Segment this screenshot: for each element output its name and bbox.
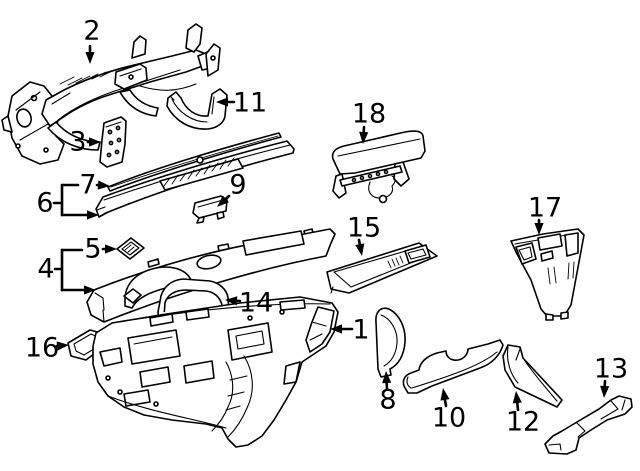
callout-16[interactable]: 16: [25, 333, 69, 364]
callout-3[interactable]: 3: [69, 127, 101, 158]
part-9-cover-bracket: [192, 195, 228, 224]
callout-10-arrowhead: [440, 388, 450, 401]
callout-17-label[interactable]: 17: [528, 193, 562, 224]
callout-9[interactable]: 9: [217, 170, 247, 208]
callout-13-label[interactable]: 13: [594, 354, 628, 385]
callout-7[interactable]: 7: [79, 170, 110, 201]
callout-10[interactable]: 10: [432, 388, 466, 434]
part-5-speaker-grille: [116, 237, 145, 260]
callout-12-arrowhead: [512, 391, 522, 404]
callout-18-arrowhead: [359, 131, 369, 144]
callout-1[interactable]: 1: [330, 315, 370, 346]
callout-15-leader: [357, 238, 362, 248]
callout-15-arrowhead: [355, 243, 365, 256]
callout-10-leader: [443, 396, 448, 408]
callout-9-label[interactable]: 9: [229, 170, 246, 201]
callout-9-arrowhead: [217, 195, 229, 207]
callout-14[interactable]: 14: [225, 288, 273, 319]
part-1-instrument-panel-assembly: [92, 296, 339, 448]
callout-2[interactable]: 2: [83, 16, 101, 65]
callout-8-arrowhead: [382, 371, 392, 384]
callout-12-leader: [515, 399, 520, 412]
part-8-side-end-cover: [375, 307, 406, 378]
callout-17[interactable]: 17: [528, 193, 562, 236]
part-2-carrier-beam: [1, 23, 221, 165]
callout-4[interactable]: 4: [37, 248, 96, 295]
callout-6-label[interactable]: 6: [36, 188, 53, 219]
part-17-center-stack-bezel: [510, 228, 585, 321]
callout-11[interactable]: 11: [216, 88, 267, 119]
callout-8-label[interactable]: 8: [379, 385, 396, 416]
callout-16-label[interactable]: 16: [25, 333, 59, 364]
callout-2-label[interactable]: 2: [83, 16, 100, 47]
callout-11-arrowhead: [216, 97, 228, 107]
part-3-bracket-plate: [99, 116, 127, 168]
callout-12[interactable]: 12: [506, 391, 540, 438]
callout-1-arrowhead: [330, 324, 342, 334]
callout-5-arrowhead: [105, 244, 117, 254]
part-11-support-bracket: [166, 88, 228, 130]
callout-7-arrowhead: [97, 180, 110, 190]
callout-3-arrowhead: [89, 137, 101, 147]
callout-4-label[interactable]: 4: [37, 254, 54, 285]
part-10-knee-bolster-panel: [402, 339, 504, 394]
callout-9-leader: [223, 194, 231, 202]
part-15-trim-plate: [326, 242, 438, 294]
callout-8[interactable]: 8: [379, 371, 397, 416]
callout-6-arrowhead: [87, 210, 99, 220]
callout-15[interactable]: 15: [347, 213, 381, 257]
callout-7-label[interactable]: 7: [79, 170, 96, 201]
callout-4-arrowhead: [84, 285, 96, 295]
callout-18-label[interactable]: 18: [352, 99, 386, 130]
callout-13[interactable]: 13: [594, 354, 628, 399]
callout-13-arrowhead: [600, 385, 610, 398]
callout-11-label[interactable]: 11: [233, 88, 267, 119]
part-13-lower-extension-panel: [544, 395, 633, 455]
callout-6[interactable]: 6: [36, 183, 99, 220]
part-18-airbag-module: [331, 130, 426, 204]
callout-15-label[interactable]: 15: [347, 213, 381, 244]
callout-14-label[interactable]: 14: [239, 288, 273, 319]
callout-10-label[interactable]: 10: [432, 403, 466, 434]
callout-17-arrowhead: [534, 223, 544, 235]
callout-12-label[interactable]: 12: [506, 407, 540, 438]
callout-5-label[interactable]: 5: [84, 234, 101, 265]
callout-18[interactable]: 18: [352, 99, 386, 145]
part-7-defroster-molding-strip: [107, 132, 282, 192]
callout-16-arrowhead: [56, 341, 69, 351]
callout-14-arrowhead: [225, 296, 238, 306]
callout-5[interactable]: 5: [84, 234, 117, 265]
callout-2-arrowhead: [85, 52, 95, 64]
callout-1-label[interactable]: 1: [352, 315, 369, 346]
part-4-upper-panel-pad: [86, 228, 336, 323]
part-6-defroster-grille-panel: [95, 140, 295, 218]
callout-3-label[interactable]: 3: [69, 127, 86, 158]
part-12-sail-trim-panel: [502, 344, 563, 408]
